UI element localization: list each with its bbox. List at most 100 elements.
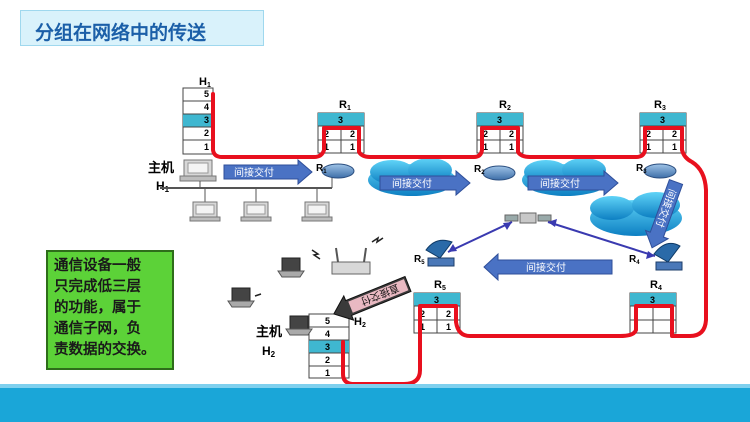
indirect-label-3: 间接交付 [540, 177, 580, 190]
h1-protocol-stack: 5 4 3 2 1 H1 [182, 76, 214, 155]
svg-text:H1: H1 [199, 76, 211, 89]
r3-layer-1b: 1 [672, 142, 677, 152]
note-text: 通信设备一般 只完成低三层 的功能，属于 通信子网，负 责数据的交换。 [54, 258, 156, 358]
indirect-label-4: 间接交付 [526, 261, 566, 274]
r4-dish-label: R [629, 254, 637, 265]
svg-text:R4: R4 [629, 254, 640, 266]
h1-host-computer [179, 159, 217, 182]
h2-layer-4: 4 [325, 329, 330, 339]
svg-text:R5: R5 [434, 279, 446, 292]
svg-text:R2: R2 [499, 99, 511, 112]
svg-text:R5: R5 [414, 254, 425, 266]
h1-host-label: 主机 [148, 160, 174, 175]
indirect-label-2: 间接交付 [392, 177, 432, 190]
r2-layer-3: 3 [497, 115, 502, 125]
h1-top-label: H [199, 76, 207, 88]
indirect-arrow-4: 间接交付 [483, 252, 613, 282]
h1-layer-2: 2 [204, 128, 209, 138]
lan-computer-2 [240, 188, 272, 222]
r5-layer-2a: 2 [420, 309, 425, 319]
laptop-2-icon [227, 287, 255, 308]
indirect-arrow-1: 间接交付 [223, 158, 313, 186]
svg-text:H2: H2 [262, 344, 276, 359]
h2-layer-2: 2 [325, 355, 330, 365]
h2-layer-3: 3 [325, 342, 330, 352]
h1-layer-5: 5 [204, 89, 209, 99]
h1-top-sub: 1 [207, 82, 211, 89]
r1-stack-label: R [339, 99, 347, 111]
r5-protocol-stack: 3 2 2 1 1 R5 [413, 279, 461, 334]
r2-router-label: R [474, 164, 482, 175]
svg-text:R3: R3 [654, 99, 666, 112]
svg-text:R1: R1 [339, 99, 351, 112]
r5-layer-1a: 1 [420, 322, 425, 332]
satellite-icon [504, 212, 552, 224]
r3-protocol-stack: 3 2 2 1 1 R3 [639, 99, 687, 154]
r5-stack-label: R [434, 279, 442, 291]
r5-layer-1b: 1 [446, 322, 451, 332]
lan-computer-1 [189, 188, 221, 222]
h2-protocol-stack: 5 4 3 2 1 H2 [308, 313, 366, 379]
r3-layer-2b: 2 [672, 129, 677, 139]
r2-stack-label: R [499, 99, 507, 111]
r5-layer-3: 3 [434, 295, 439, 305]
router-r1-icon: R1 [316, 163, 355, 179]
r3-layer-1a: 1 [646, 142, 651, 152]
svg-text:R1: R1 [316, 163, 327, 175]
h2-host-label: 主机 [256, 324, 282, 339]
r5-layer-2b: 2 [446, 309, 451, 319]
lan-computer-3 [301, 188, 333, 222]
r2-layer-1b: 1 [509, 142, 514, 152]
r5-dish-label: R [414, 254, 422, 265]
h1-layer-3: 3 [204, 115, 209, 125]
svg-text:H1: H1 [156, 179, 170, 194]
wireless-access-point-icon [331, 247, 371, 275]
h1-layer-4: 4 [204, 102, 209, 112]
r3-layer-2a: 2 [646, 129, 651, 139]
dish-r5-icon: R5 [414, 239, 455, 267]
r1-layer-2b: 2 [350, 129, 355, 139]
router-r2-icon: R2 [474, 164, 516, 181]
packet-path [211, 92, 708, 386]
svg-text:H2: H2 [354, 316, 366, 329]
router-r3-icon: R3 [636, 163, 677, 179]
r3-stack-label: R [654, 99, 662, 111]
r2-layer-1a: 1 [483, 142, 488, 152]
r1-layer-2a: 2 [324, 129, 329, 139]
wireless-signal-icon [254, 236, 384, 297]
r2-protocol-stack: 3 2 2 1 1 R2 [476, 99, 524, 154]
r1-layer-3: 3 [338, 115, 343, 125]
satellite-link-right [547, 221, 656, 257]
title-box: 分组在网络中的传送 [20, 10, 264, 46]
r1-router-label: R [316, 163, 324, 174]
svg-text:R2: R2 [474, 164, 485, 176]
h1-layer-1: 1 [204, 142, 209, 152]
r3-layer-3: 3 [660, 115, 665, 125]
indirect-label-1: 间接交付 [234, 166, 274, 179]
indirect-arrow-3: 间接交付 [527, 169, 619, 197]
r2-layer-2b: 2 [509, 129, 514, 139]
h2-layer-1: 1 [325, 368, 330, 378]
r4-layer-3: 3 [650, 295, 655, 305]
r2-layer-2a: 2 [483, 129, 488, 139]
note-box: 通信设备一般 只完成低三层 的功能，属于 通信子网，负 责数据的交换。 [46, 250, 174, 370]
svg-text:R3: R3 [636, 163, 647, 175]
laptop-1-icon [277, 257, 305, 278]
r1-layer-1b: 1 [350, 142, 355, 152]
svg-text:R4: R4 [650, 279, 662, 292]
r3-router-label: R [636, 163, 644, 174]
satellite-link-left [447, 221, 513, 253]
footer-bar [0, 388, 750, 422]
r1-layer-1a: 1 [324, 142, 329, 152]
dish-r4-icon: R4 [629, 242, 683, 271]
h2-side-label: H [354, 316, 362, 328]
laptop-h2-icon [285, 315, 313, 336]
page-title: 分组在网络中的传送 [35, 22, 207, 44]
footer-stripe [0, 384, 750, 388]
h2-host-name: H [262, 344, 271, 358]
h1-host-name: H [156, 179, 165, 193]
r4-stack-label: R [650, 279, 658, 291]
indirect-arrow-2: 间接交付 [379, 169, 471, 197]
h2-layer-5: 5 [325, 316, 330, 326]
